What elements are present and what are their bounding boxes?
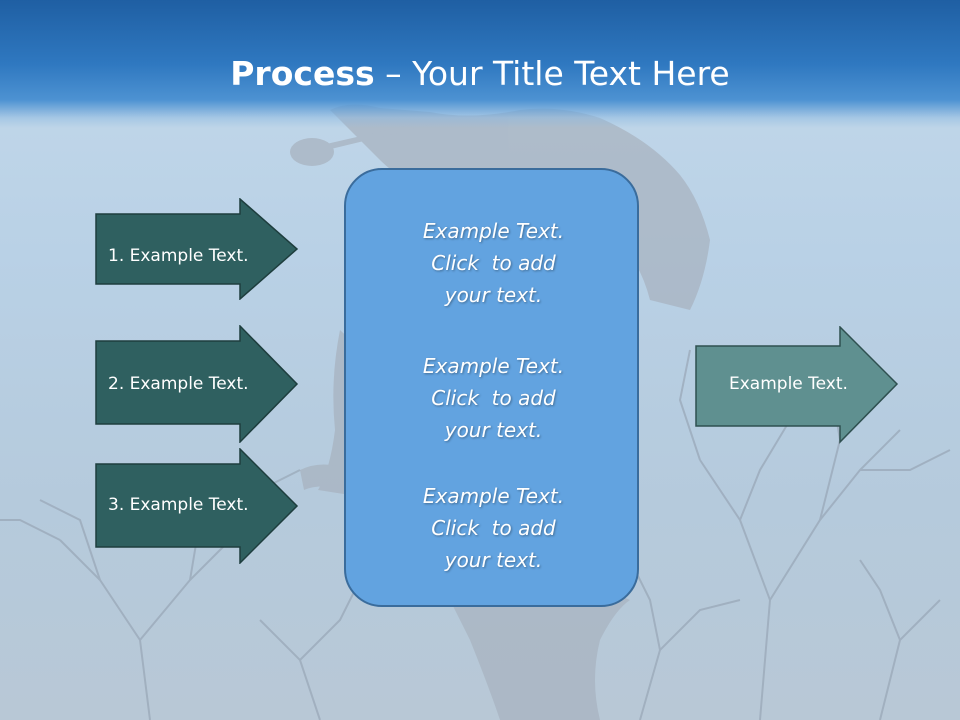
title-rest: – Your Title Text Here: [374, 54, 730, 93]
center-text-block-2[interactable]: Example Text. Click to add your text.: [422, 354, 565, 442]
arrow-label-1: 1. Example Text.: [108, 246, 249, 266]
center-text-block-1[interactable]: Example Text. Click to add your text.: [422, 219, 565, 307]
arrow-label-output: Example Text.: [729, 374, 848, 394]
slide-title: Process – Your Title Text Here: [0, 52, 960, 96]
center-text-block-3[interactable]: Example Text. Click to add your text.: [422, 484, 565, 572]
title-bold: Process: [230, 54, 375, 93]
center-content-box[interactable]: Example Text. Click to add your text. Ex…: [344, 168, 639, 607]
arrow-shape-2[interactable]: [95, 325, 299, 443]
arrow-shape-1[interactable]: [95, 198, 299, 300]
arrow-label-3: 3. Example Text.: [108, 495, 249, 515]
title-bar: [0, 0, 960, 128]
arrow-shape-output[interactable]: [695, 326, 899, 444]
arrow-label-2: 2. Example Text.: [108, 374, 249, 394]
arrow-shape-3[interactable]: [95, 448, 299, 564]
